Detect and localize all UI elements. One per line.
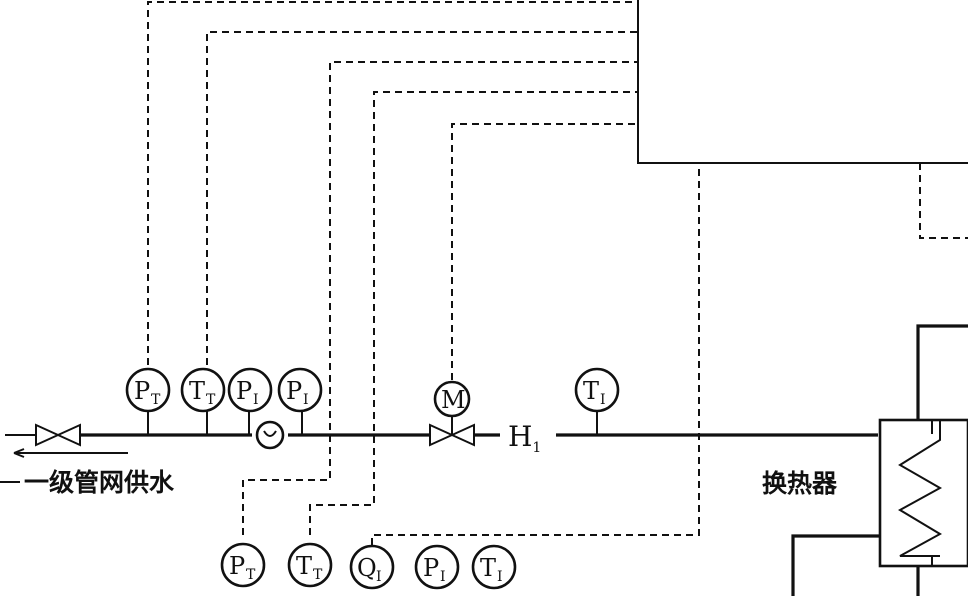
- svg-text:T: T: [189, 377, 205, 405]
- signal-line-pt-upper: [147, 1, 638, 365]
- instrument-q-i-lower: Q I: [349, 544, 395, 590]
- svg-text:T: T: [151, 392, 161, 408]
- svg-text:T: T: [313, 567, 323, 583]
- signal-line-q-lower: [371, 163, 700, 545]
- signal-line-pt-lower: [242, 61, 638, 535]
- motorized-valve: [429, 416, 475, 447]
- svg-text:P: P: [236, 377, 252, 405]
- signal-line-tt-lower: [309, 91, 638, 535]
- svg-text:T: T: [246, 567, 256, 583]
- svg-text:I: I: [376, 569, 382, 585]
- instrument-p-i-lower: P I: [414, 544, 460, 590]
- supply-pipe: [5, 433, 878, 458]
- controller-bus-vertical: [637, 0, 968, 164]
- svg-text:P: P: [134, 377, 150, 405]
- supply-label: 一级管网供水: [24, 468, 175, 497]
- flow-direction-arrow: [13, 448, 128, 458]
- svg-text:Q: Q: [357, 554, 377, 582]
- signal-line-right-box: [919, 163, 968, 239]
- svg-text:I: I: [253, 392, 259, 408]
- heat-exchanger-label: 换热器: [762, 469, 838, 498]
- h1-label: H1: [508, 420, 541, 456]
- instrument-stems: [147, 410, 598, 435]
- exchanger-body: [878, 418, 968, 568]
- manual-valve: [35, 423, 81, 447]
- svg-text:T: T: [583, 377, 599, 405]
- svg-text:T: T: [480, 554, 496, 582]
- instrument-p-i-upper-1: P I: [227, 367, 273, 413]
- instrument-p-t-lower: P T: [220, 542, 266, 588]
- svg-text:T: T: [296, 552, 312, 580]
- heat-exchanger: [791, 324, 968, 596]
- exchanger-coil: [897, 420, 943, 557]
- instrument-p-t-upper: P T: [125, 367, 171, 413]
- instrument-p-i-upper-2: P I: [277, 367, 323, 413]
- svg-text:T: T: [206, 392, 216, 408]
- exchanger-top-pipe: [916, 324, 968, 420]
- svg-text:M: M: [441, 386, 466, 414]
- svg-text:I: I: [440, 569, 446, 585]
- instrument-t-i-right: T I: [574, 367, 620, 413]
- svg-text:I: I: [600, 392, 606, 408]
- signal-lines: [147, 1, 968, 545]
- svg-text:P: P: [423, 554, 439, 582]
- exchanger-outlet-pipe: [791, 534, 880, 596]
- instrument-t-i-lower: T I: [471, 544, 517, 590]
- flow-meter: [255, 420, 285, 450]
- signal-line-motor: [451, 123, 638, 380]
- svg-text:P: P: [229, 552, 245, 580]
- instrument-t-t-lower: T T: [287, 542, 333, 588]
- motor-actuator: M: [433, 380, 471, 418]
- controller-bus: [637, 0, 968, 164]
- signal-line-tt-upper: [206, 31, 638, 365]
- svg-text:I: I: [497, 569, 503, 585]
- instrument-t-t-upper: T T: [180, 367, 226, 413]
- svg-text:I: I: [303, 392, 309, 408]
- svg-text:P: P: [286, 377, 302, 405]
